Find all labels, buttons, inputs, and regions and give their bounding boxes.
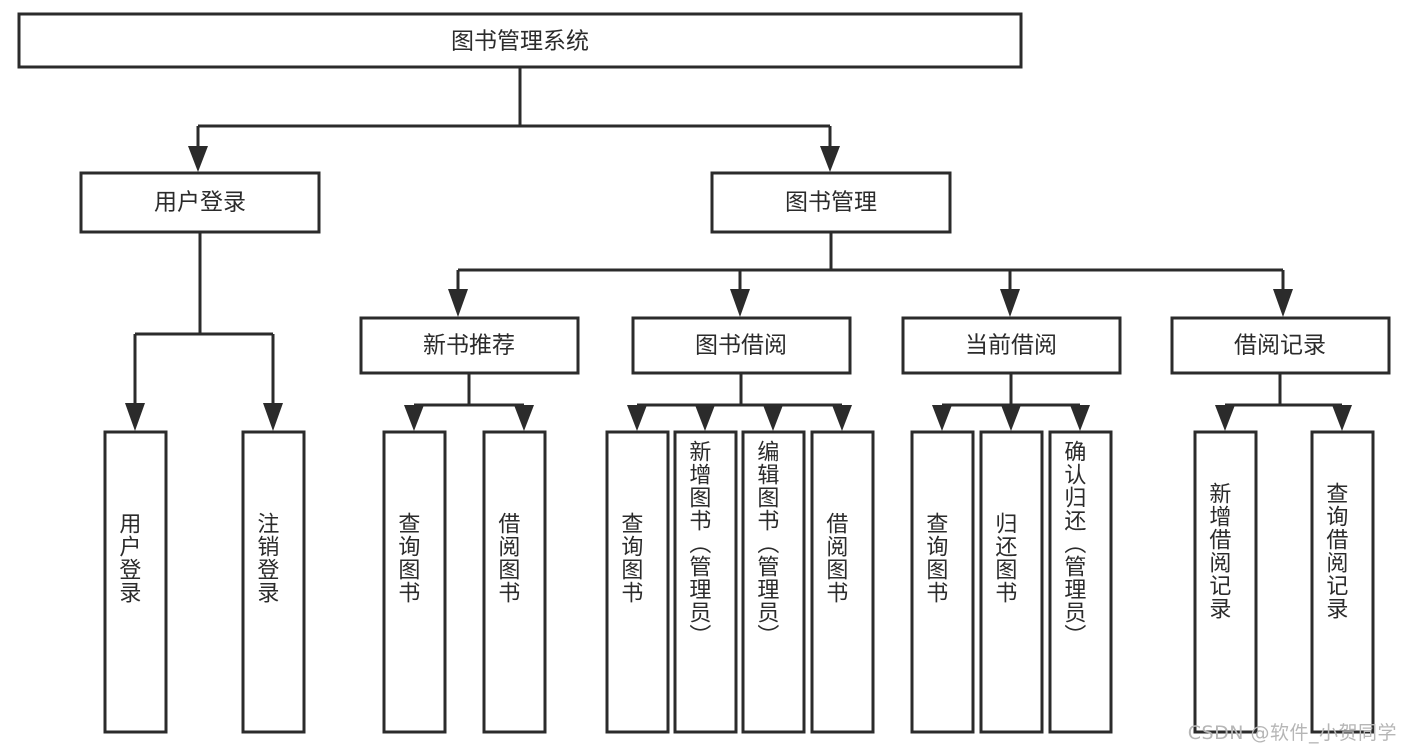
leaf-box-user-login[interactable] (103, 430, 168, 734)
new-book-rec-box[interactable] (359, 316, 580, 375)
connector-new-book-rec-to-leaves (404, 373, 534, 431)
connector-borrow-record-to-leaves (1215, 373, 1352, 431)
arrow-head-to-leaf-edit-book (763, 405, 783, 431)
node-user-login[interactable]: 用户登录 (79, 171, 321, 234)
csdn-watermark: CSDN @软件_小贺同学 (1187, 722, 1397, 744)
leaf-box-query-book-2[interactable] (605, 430, 670, 734)
leaf-box-query-record[interactable] (1310, 430, 1375, 734)
leaf-box-return-book[interactable] (979, 430, 1044, 734)
book-borrow-label: 图书借阅 (695, 333, 787, 359)
arrow-head-to-leaf-query-book-2 (627, 405, 647, 431)
connector-root-to-level1 (188, 67, 840, 172)
arrow-head-to-leaf-borrow-book-1 (514, 405, 534, 431)
arrow-head-to-borrow-record (1273, 289, 1293, 317)
arrow-head-to-leaf-query-book-3 (932, 405, 952, 431)
leaf-box-add-book[interactable] (673, 430, 738, 734)
arrow-head-to-user-login (188, 146, 208, 172)
arrow-head-to-book-manage (820, 146, 840, 172)
arrow-head-to-current-borrow (1000, 289, 1020, 317)
arrow-head-to-leaf-add-record (1215, 405, 1235, 431)
arrow-head-to-leaf-query-book-1 (404, 405, 424, 431)
arrow-head-to-leaf-query-record (1332, 405, 1352, 431)
current-borrow-box[interactable] (901, 316, 1122, 375)
node-borrow-record[interactable]: 借阅记录 (1170, 316, 1391, 375)
leaf-box-confirm-return[interactable] (1048, 430, 1113, 734)
arrow-head-to-leaf-borrow-book-2 (832, 405, 852, 431)
root-box[interactable] (17, 12, 1023, 69)
root-label: 图书管理系统 (451, 29, 589, 55)
connector-book-borrow-to-leaves (627, 373, 852, 431)
book-manage-label: 图书管理 (785, 190, 877, 216)
arrow-head-to-book-borrow (730, 289, 750, 317)
connector-user-login-to-leaves (125, 232, 283, 431)
current-borrow-label: 当前借阅 (965, 333, 1057, 359)
arrow-head-to-leaf-add-book (695, 405, 715, 431)
node-root[interactable]: 图书管理系统 (17, 12, 1023, 69)
arrow-head-to-new-book-rec (448, 289, 468, 317)
new-book-rec-label: 新书推荐 (423, 333, 515, 359)
node-current-borrow[interactable]: 当前借阅 (901, 316, 1122, 375)
arrow-head-to-leaf-return-book (1001, 405, 1021, 431)
node-book-manage[interactable]: 图书管理 (710, 171, 952, 234)
node-new-book-rec[interactable]: 新书推荐 (359, 316, 580, 375)
leaf-box-borrow-book-2[interactable] (810, 430, 875, 734)
node-book-borrow[interactable]: 图书借阅 (631, 316, 852, 375)
leaf-box-logout[interactable] (241, 430, 306, 734)
borrow-record-box[interactable] (1170, 316, 1391, 375)
leaf-box-add-record[interactable] (1193, 430, 1258, 734)
user-login-label: 用户登录 (154, 190, 246, 216)
connector-current-borrow-to-leaves (932, 373, 1090, 431)
leaf-box-query-book-3[interactable] (910, 430, 975, 734)
connector-book-manage-to-level2 (448, 232, 1293, 317)
borrow-record-label: 借阅记录 (1234, 333, 1326, 359)
arrow-head-to-leaf-confirm-return (1070, 405, 1090, 431)
leaf-box-query-book-1[interactable] (382, 430, 447, 734)
arrow-head-to-leaf-user-login (125, 403, 145, 431)
leaf-box-edit-book[interactable] (741, 430, 806, 734)
arrow-head-to-leaf-logout (263, 403, 283, 431)
book-manage-box[interactable] (710, 171, 952, 234)
book-borrow-box[interactable] (631, 316, 852, 375)
leaf-box-borrow-book-1[interactable] (482, 430, 547, 734)
